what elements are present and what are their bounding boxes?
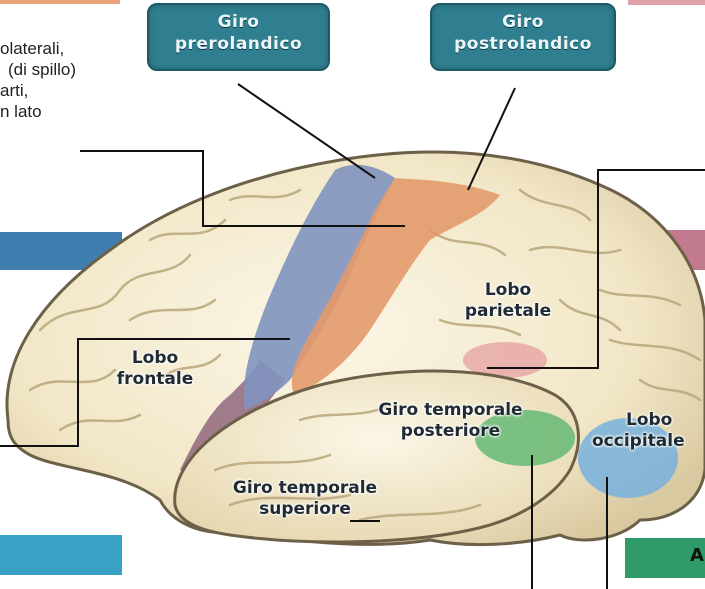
lobo-frontale-label: Lobo frontale (100, 348, 210, 390)
lobo-frontale-line2: frontale (100, 369, 210, 390)
lobo-occipitale-line1: Lobo (592, 410, 705, 431)
lobo-occipitale-label: Lobo occipitale (592, 410, 705, 452)
caption-line: arti, (0, 80, 128, 101)
giro-temporale-superiore-line1: Giro temporale (205, 478, 405, 499)
giro-postrolandico-line2: postrolandico (432, 33, 614, 55)
giro-temporale-posteriore-line1: Giro temporale (348, 400, 553, 421)
caption-text: olaterali, (di spillo) arti, n lato (0, 38, 128, 122)
giro-prerolandico-line2: prerolandico (149, 33, 328, 55)
lobo-parietale-label: Lobo parietale (448, 280, 568, 322)
giro-temporale-superiore-line2: superiore (205, 499, 405, 520)
giro-prerolandico-line1: Giro (149, 11, 328, 33)
right-edge-text-fragment: A (690, 545, 705, 566)
giro-temporale-posteriore-line2: posteriore (348, 421, 553, 442)
caption-line: n lato (0, 101, 128, 122)
giro-postrolandico-label: Giro postrolandico (430, 3, 616, 71)
lobo-parietale-line1: Lobo (448, 280, 568, 301)
giro-postrolandico-line1: Giro (432, 11, 614, 33)
caption-line: (di spillo) (8, 59, 136, 80)
lobo-parietale-line2: parietale (448, 301, 568, 322)
giro-temporale-posteriore-label: Giro temporale posteriore (348, 400, 553, 442)
giro-prerolandico-label: Giro prerolandico (147, 3, 330, 71)
lobo-frontale-line1: Lobo (100, 348, 210, 369)
caption-line: olaterali, (0, 38, 128, 59)
giro-temporale-superiore-label: Giro temporale superiore (205, 478, 405, 520)
lobo-occipitale-line2: occipitale (592, 431, 705, 452)
